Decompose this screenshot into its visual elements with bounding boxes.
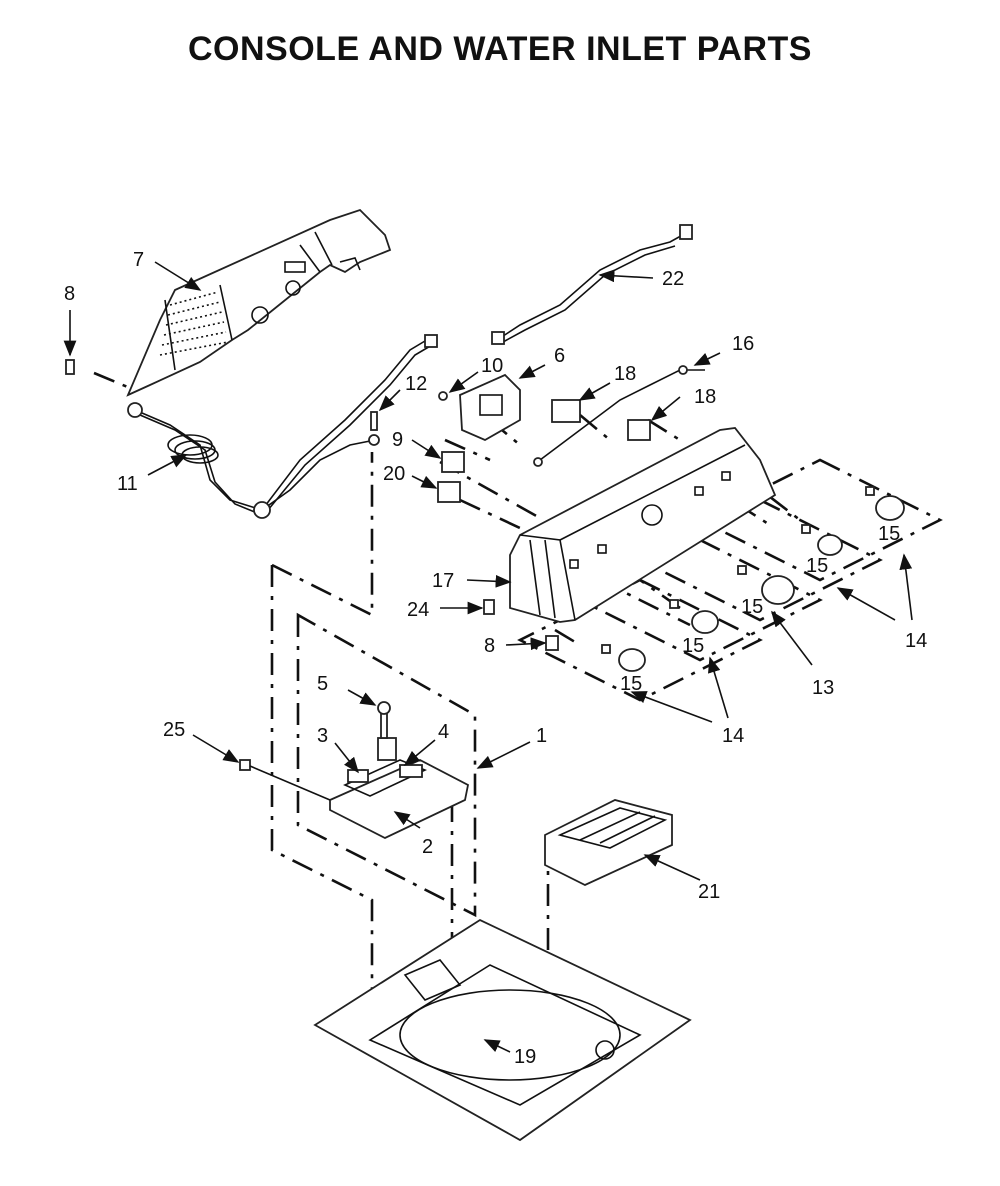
callout-7: 7 <box>133 249 144 271</box>
part-console <box>509 427 777 623</box>
callout-24: 24 <box>407 599 429 621</box>
callout-19: 19 <box>514 1046 536 1068</box>
part-wire-jumper <box>533 365 705 467</box>
callout-15: 15 <box>806 555 828 577</box>
callout-25: 25 <box>163 719 185 741</box>
callout-10: 10 <box>481 355 503 377</box>
callout-9: 9 <box>392 429 403 451</box>
callout-13: 13 <box>812 677 834 699</box>
part-clip-24 <box>483 599 495 615</box>
callout-2: 2 <box>422 836 433 858</box>
part-brackets <box>437 451 465 503</box>
leader-lines <box>63 261 913 1053</box>
part-water-inlet-valve-assembly <box>239 701 470 840</box>
part-dispenser-drawer <box>544 799 673 886</box>
part-switches <box>551 399 651 441</box>
page-title: CONSOLE AND WATER INLET PARTS <box>188 30 812 68</box>
callout-1: 1 <box>536 725 547 747</box>
callout-15: 15 <box>620 673 642 695</box>
callout-11: 11 <box>117 473 138 495</box>
callout-6: 6 <box>554 345 565 367</box>
callout-22: 22 <box>662 268 684 290</box>
callout-20: 20 <box>383 463 405 485</box>
part-screw-8 <box>65 359 559 651</box>
part-water-inlet-hose <box>127 334 438 519</box>
callout-5: 5 <box>317 673 328 695</box>
part-knobs <box>601 486 905 672</box>
callout-4: 4 <box>438 721 449 743</box>
callout-18: 18 <box>694 386 716 408</box>
callout-12: 12 <box>405 373 427 395</box>
part-screw-12 <box>368 411 380 446</box>
callout-18: 18 <box>614 363 636 385</box>
part-console-rear-panel <box>126 208 392 397</box>
callout-labels: 7 8 11 22 6 10 16 18 18 12 9 20 17 24 8 … <box>64 249 927 1068</box>
callout-14: 14 <box>722 725 744 747</box>
part-top-panel <box>313 918 692 1142</box>
callout-15: 15 <box>682 635 704 657</box>
callout-3: 3 <box>317 725 328 747</box>
callout-17: 17 <box>432 570 454 592</box>
callout-21: 21 <box>698 881 720 903</box>
callout-8: 8 <box>64 283 75 305</box>
callout-15: 15 <box>741 596 763 618</box>
part-control-board <box>438 373 521 442</box>
callout-8: 8 <box>484 635 495 657</box>
callout-15: 15 <box>878 523 900 545</box>
callout-16: 16 <box>732 333 754 355</box>
callout-14: 14 <box>905 630 927 652</box>
